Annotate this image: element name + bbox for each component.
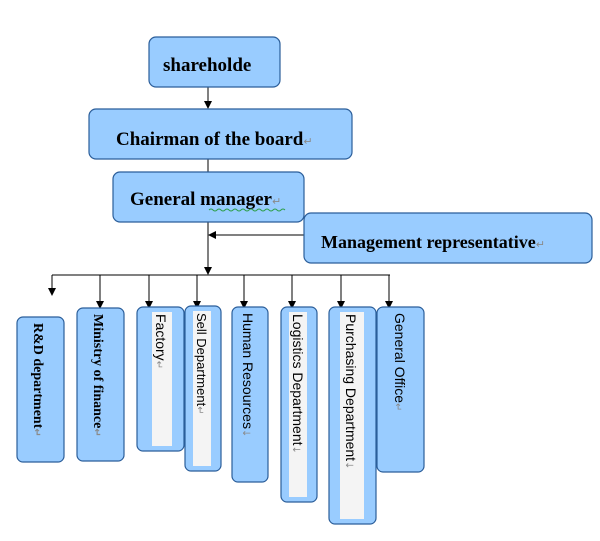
linebreak-mark: ↓ [290, 446, 301, 454]
node-general-manager-label: General manager↵ [130, 189, 281, 210]
return-mark: ↵ [303, 135, 312, 148]
spelling-squiggle [208, 208, 286, 212]
return-mark: ↵ [194, 406, 205, 414]
dept-human-resources: Human Resources↓ [231, 306, 269, 483]
dept-purchasing: Purchasing Department↓ [328, 306, 377, 525]
dept-sell: Sell Department↵ [184, 305, 222, 472]
dept-general-office-label: General Office↵ [392, 313, 408, 411]
node-management-representative-label: Management representative↵ [321, 232, 545, 252]
return-mark: ↵ [392, 403, 403, 411]
dept-human-resources-label: Human Resources↓ [240, 313, 256, 437]
linebreak-mark: ↓ [240, 429, 251, 437]
node-shareholder: shareholde [148, 36, 281, 88]
dept-factory-label: Factory↵ [153, 314, 169, 369]
node-chairman-label: Chairman of the board↵ [116, 129, 313, 150]
dept-factory: Factory↵ [136, 306, 185, 452]
dept-rd-label: R&D department↵ [30, 323, 45, 437]
dept-purchasing-label: Purchasing Department↓ [343, 314, 359, 469]
return-mark: ↵ [31, 428, 42, 436]
linebreak-mark: ↓ [343, 461, 354, 469]
dept-rd: R&D department↵ [16, 316, 65, 463]
return-mark: ↵ [91, 428, 102, 436]
dept-finance: Ministry of finance↵ [76, 307, 125, 462]
node-shareholder-label: shareholde [163, 55, 251, 76]
dept-general-office: General Office↵ [376, 306, 425, 473]
return-mark: ↵ [272, 195, 281, 208]
node-chairman: Chairman of the board↵ [88, 108, 353, 160]
node-management-representative: Management representative↵ [303, 212, 593, 264]
dept-logistics: Logistics Department↓ [280, 306, 318, 503]
node-general-manager: General manager↵ [112, 171, 305, 223]
dept-logistics-label: Logistics Department↓ [290, 314, 306, 454]
dept-finance-label: Ministry of finance↵ [90, 314, 105, 437]
return-mark: ↵ [153, 361, 164, 369]
dept-sell-label: Sell Department↵ [194, 313, 209, 415]
return-mark: ↵ [536, 238, 545, 251]
